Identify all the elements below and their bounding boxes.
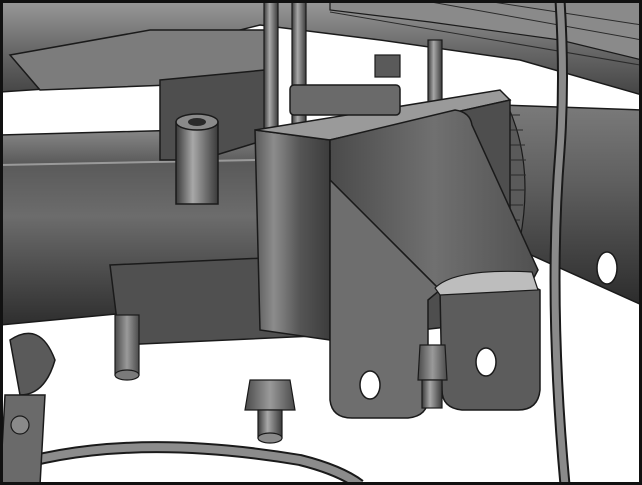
brake-line[interactable] <box>0 441 364 485</box>
nut[interactable] <box>417 344 448 409</box>
mounting-hole <box>596 251 618 285</box>
u-bolt[interactable] <box>114 314 140 381</box>
brake-line[interactable] <box>549 0 571 485</box>
spacer-sleeve[interactable] <box>175 113 219 205</box>
threaded-stud[interactable] <box>257 409 283 444</box>
shackle-hole <box>475 347 497 377</box>
shackle-bracket[interactable] <box>329 109 541 419</box>
line-clip[interactable] <box>0 332 56 485</box>
shackle-hole <box>359 370 381 400</box>
nut[interactable] <box>244 379 296 411</box>
crossbar <box>289 84 401 116</box>
